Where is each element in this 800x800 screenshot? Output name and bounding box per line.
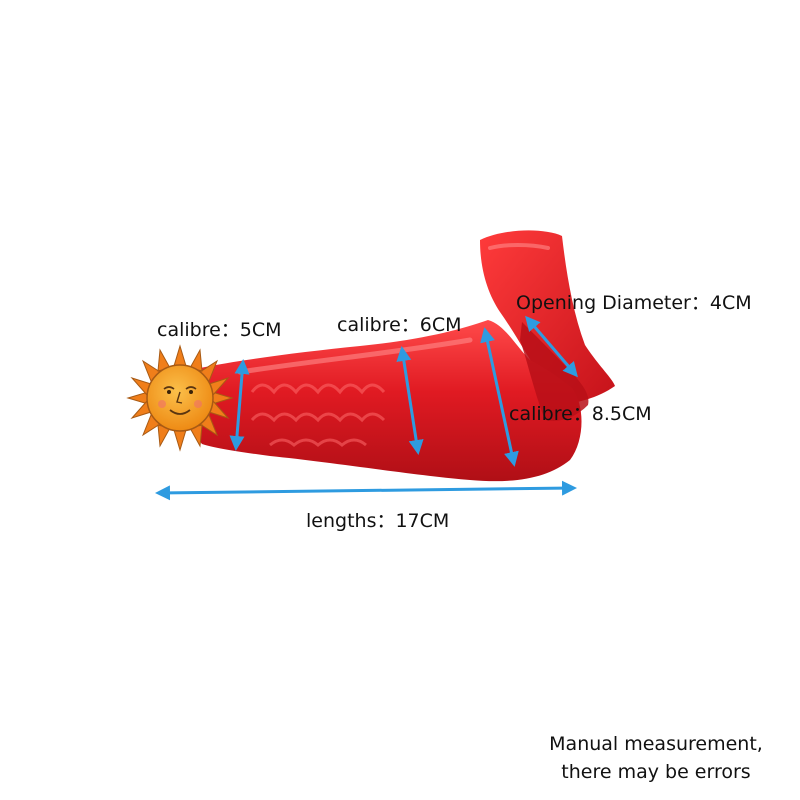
flange-highlight (488, 243, 550, 250)
sleeve-highlight (237, 337, 473, 375)
disclaimer-line-2: there may be errors (561, 761, 751, 783)
double-arrow-icon (525, 315, 578, 378)
sun-right-eye (185, 386, 197, 390)
sun-nose (176, 391, 183, 404)
opening-diameter-label: Opening Diameter：4CM (516, 292, 752, 314)
sleeve-texture (250, 383, 386, 447)
double-arrow-icon (229, 359, 250, 451)
sun-smile (169, 409, 191, 415)
double-arrow-icon (480, 327, 519, 467)
sun-left-eye (163, 386, 175, 390)
double-arrow-icon (396, 346, 424, 455)
sun-disc (146, 364, 214, 432)
calibre-label-middle: calibre：6CM (337, 314, 462, 336)
calibre-label-tip: calibre：5CM (157, 319, 282, 341)
disclaimer-line-1: Manual measurement, (549, 733, 763, 755)
sun-face-icon (126, 344, 234, 452)
length-label: lengths：17CM (306, 510, 450, 532)
double-arrow-icon (155, 480, 577, 501)
calibre-label-base: calibre：8.5CM (509, 403, 652, 425)
measurement-arrows (155, 315, 578, 501)
